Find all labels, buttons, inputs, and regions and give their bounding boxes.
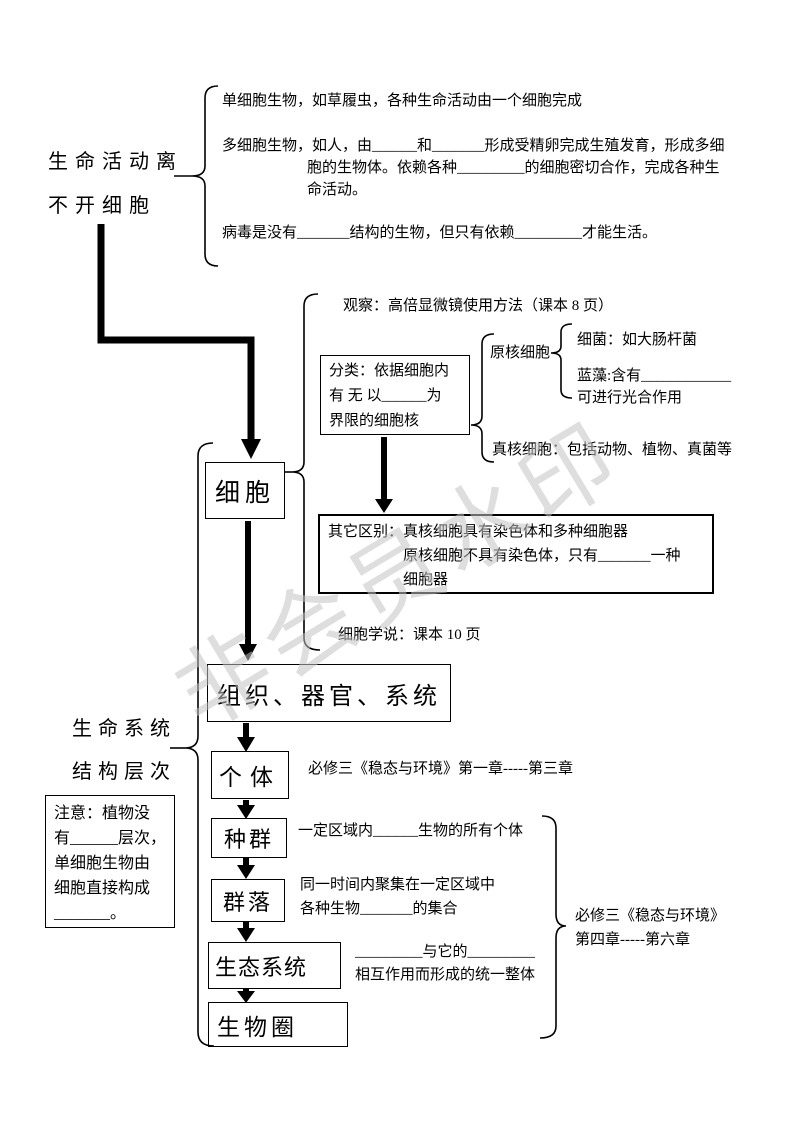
- brace-prokaryote: [550, 323, 573, 399]
- arrowhead-classify-to-other: [375, 499, 393, 513]
- other-differences-box: 其它区别：真核细胞具有染色体和多种细胞器 原核细胞不具有染色体，只有______…: [318, 514, 714, 594]
- virus-text: 病毒是没有_______结构的生物，但只有依赖_________才能生活。: [222, 225, 658, 241]
- cell-theory-text: 细胞学说：课本 10 页: [338, 627, 481, 643]
- ecosystem-box: 生态系统: [208, 942, 341, 989]
- note-box: 注意：植物没 有______层次， 单细胞生物由 细胞直接构成 _______。: [45, 795, 175, 928]
- note-line1: 注意：植物没: [54, 805, 151, 822]
- individual-label: 个体: [219, 765, 281, 790]
- chapter-note-line1: 必修三《稳态与环境》: [575, 908, 726, 924]
- unicellular-text: 单细胞生物，如草履虫，各种生命活动由一个细胞完成: [222, 93, 583, 109]
- cyanobacteria-line1: 蓝藻:含有____________: [577, 368, 732, 384]
- multicellular-text-line3: 命活动。: [307, 182, 368, 198]
- classification-line2: 有 无 以______为: [329, 388, 442, 404]
- arrowhead-root-to-cell: [241, 439, 261, 459]
- arrowhead-individual-to-population: [237, 805, 255, 819]
- life-system-label-line2: 结构层次: [72, 761, 176, 783]
- tissue-organ-system-label: 组织、器官、系统: [217, 683, 441, 710]
- cyanobacteria-line2: 可进行光合作用: [577, 390, 683, 406]
- ecosystem-desc-line2: 相互作用而形成的统一整体: [355, 967, 536, 983]
- root-label-line2: 不开细胞: [48, 195, 156, 217]
- arrowhead-community-to-ecosystem: [237, 928, 255, 942]
- classification-line1: 分类：依据细胞内: [329, 363, 450, 379]
- multicellular-text-line1: 多细胞生物，如人，由______和_______形成受精卵完成生殖发育，形成多细: [222, 138, 725, 154]
- other-differences-line2: 原核细胞不具有染色体，只有_______一种: [403, 548, 681, 564]
- cell-box-label: 细胞: [214, 479, 275, 507]
- classification-line3: 界限的细胞核: [329, 413, 420, 429]
- prokaryote-label: 原核细胞: [490, 345, 551, 361]
- arrowhead-ecosystem-to-biosphere: [237, 991, 255, 1003]
- observe-text: 观察：高倍显微镜使用方法（课本 8 页）: [343, 298, 614, 314]
- biosphere-label: 生物圈: [217, 1014, 298, 1040]
- population-label: 种群: [223, 827, 274, 852]
- community-box: 群落: [211, 879, 285, 922]
- individual-note: 必修三《稳态与环境》第一章-----第三章: [308, 761, 573, 777]
- community-label: 群落: [222, 889, 273, 915]
- population-desc: 一定区域内______生物的所有个体: [298, 823, 524, 839]
- other-differences-line3: 细胞器: [403, 572, 449, 588]
- population-box: 种群: [211, 818, 287, 858]
- ecosystem-desc-line1: _________与它的_________: [355, 944, 536, 960]
- multicellular-text-line2: 胞的生物体。依赖各种_________的细胞密切合作，完成各种生: [307, 160, 720, 176]
- life-system-label-line1: 生命系统: [72, 718, 176, 740]
- chapter-note-line2: 第四章-----第六章: [575, 932, 690, 948]
- arrow-root-to-cell-line: [97, 224, 255, 440]
- biosphere-box: 生物圈: [208, 1002, 348, 1047]
- classification-box: 分类：依据细胞内 有 无 以______为 界限的细胞核: [320, 355, 470, 435]
- brace-cell-content: [291, 293, 321, 651]
- arrowhead-cell-to-tissue: [239, 644, 257, 661]
- note-line2: 有______层次，: [54, 830, 167, 847]
- individual-box: 个体: [211, 751, 289, 799]
- note-line4: 细胞直接构成: [54, 880, 151, 897]
- brace-top-group: [191, 85, 219, 267]
- tissue-organ-system-box: 组织、器官、系统: [207, 664, 451, 722]
- community-desc-line1: 同一时间内聚集在一定区域中: [300, 877, 496, 893]
- note-line5: _______。: [54, 905, 127, 922]
- cell-box: 细胞: [205, 462, 285, 519]
- brace-classification: [470, 333, 495, 463]
- community-desc-line2: 各种生物_______的集合: [300, 901, 458, 917]
- arrowhead-tissue-to-individual: [237, 737, 255, 752]
- brace-chapter-group: [539, 815, 567, 1039]
- eukaryote-text: 真核细胞：包括动物、植物、真菌等: [492, 442, 733, 458]
- other-differences-line1: 真核细胞具有染色体和多种细胞器: [403, 524, 629, 540]
- arrowhead-population-to-community: [237, 865, 255, 879]
- root-label-line1: 生命活动离: [48, 151, 183, 173]
- bacteria-text: 细菌：如大肠杆菌: [577, 332, 698, 348]
- note-line3: 单细胞生物由: [54, 855, 151, 872]
- ecosystem-label: 生态系统: [215, 954, 308, 980]
- other-differences-label: 其它区别：: [328, 524, 404, 540]
